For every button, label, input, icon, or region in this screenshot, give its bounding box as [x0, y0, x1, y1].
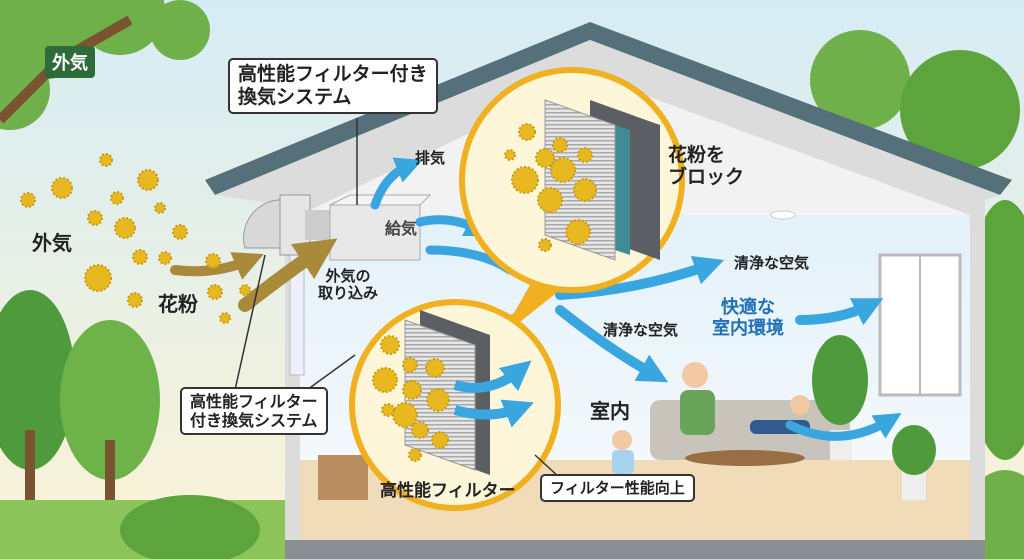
filter-zoom-circle-bottom: [349, 290, 561, 511]
intake-line: 外気の: [325, 267, 371, 285]
filter-improved-callout: フィルター性能向上: [540, 474, 695, 502]
callout-line: 換気システム: [238, 85, 352, 108]
living-room: [318, 335, 936, 500]
callout-line: 付き換気システム: [190, 411, 318, 431]
callout-line: 高性能フィルター: [190, 392, 318, 411]
pollen-label: 花粉: [158, 292, 198, 316]
outside-air-label: 外気: [32, 231, 72, 255]
ventilation-unit: [243, 194, 432, 261]
clean-air-label-2: 清浄な空気: [603, 321, 679, 339]
exhaust-label: 排気: [415, 149, 446, 167]
clean-air-label-1: 清浄な空気: [734, 254, 810, 272]
outside-badge: 外気: [45, 46, 95, 78]
pollen-particles: [20, 153, 251, 324]
callout-line: 高性能フィルター付き: [238, 63, 428, 85]
block-line: ブロック: [668, 165, 745, 188]
block-pollen-label: 花粉を ブロック: [668, 144, 745, 189]
tree-left-bottom: [0, 290, 290, 559]
comfortable-line: 室内環境: [712, 317, 784, 339]
system-callout-bottom: 高性能フィルター 付き換気システム: [180, 387, 328, 436]
high-performance-filter-label: 高性能フィルター: [380, 481, 516, 501]
airflow-arrows: [170, 157, 902, 441]
comfortable-environment-label: 快適な 室内環境: [712, 297, 784, 339]
intake-line: 取り込み: [318, 284, 379, 303]
supply-label: 給気: [385, 219, 418, 238]
comfortable-line: 快適な: [721, 297, 775, 318]
indoor-label: 室内: [590, 399, 630, 423]
intake-label: 外気の 取り込み: [318, 267, 379, 303]
filter-zoom-circle-top: [459, 67, 685, 320]
block-line: 花粉を: [668, 144, 726, 166]
system-callout-top: 高性能フィルター付き 換気システム: [228, 58, 438, 114]
